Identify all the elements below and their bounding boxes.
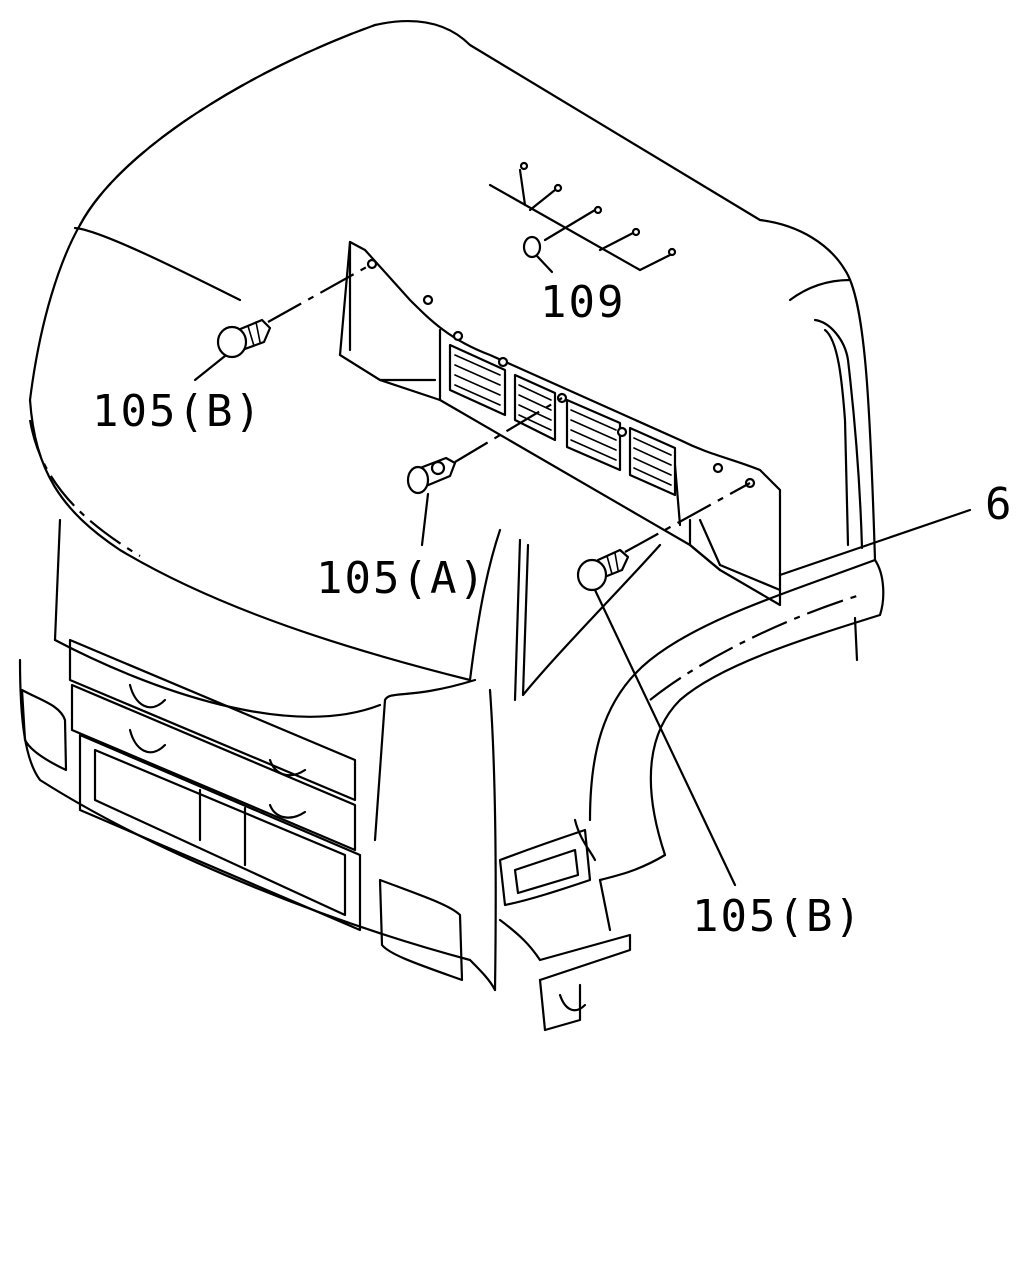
clip-105a-center: [406, 397, 563, 547]
clip-105b-left: [193, 263, 373, 382]
top-panel-part-6: [338, 240, 782, 607]
right-fender: [573, 558, 885, 882]
front-grille: [68, 638, 362, 932]
callout-105a: 105(A): [316, 553, 487, 604]
part-109-assembly: [488, 161, 677, 274]
front-bumper: [20, 688, 632, 1032]
callout-109: 109: [540, 277, 626, 328]
clip-105b-right: [576, 482, 751, 887]
panel-mounting-holes: [366, 258, 756, 489]
cab-front-face: [18, 398, 662, 992]
callout-105b-left: 105(B): [92, 386, 263, 437]
leader-line-part-6: [778, 508, 972, 577]
panel-louvers: [448, 343, 677, 497]
cab-body-outline: [28, 19, 877, 562]
callout-6: 6: [985, 479, 1014, 530]
callout-105b-right: 105(B): [692, 891, 863, 942]
